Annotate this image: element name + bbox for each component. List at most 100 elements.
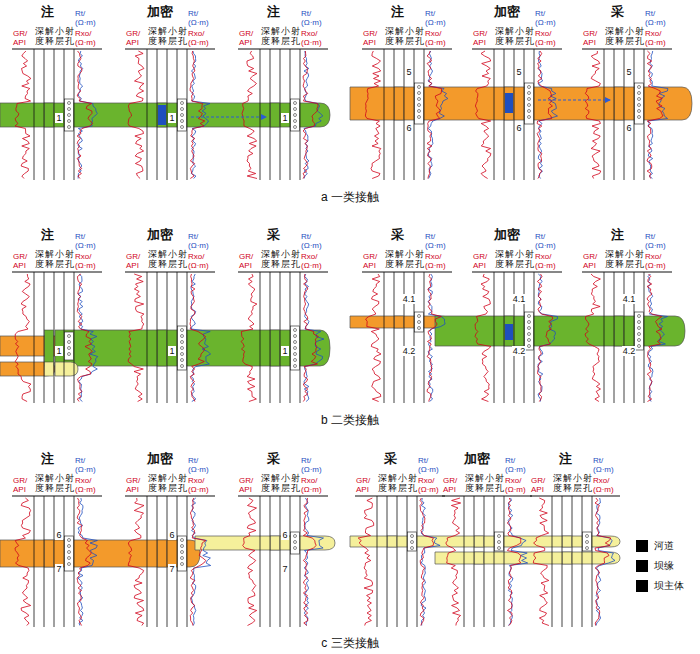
perforation-hole [68, 545, 71, 548]
gr-curve [128, 498, 144, 626]
interpretation-cell [475, 536, 484, 547]
column-header: 小层 [55, 27, 64, 47]
perforation-hole [181, 108, 184, 111]
perforation [408, 532, 417, 551]
rxo-header: Rxo/ (Ω·m) [301, 252, 327, 270]
interpretation-cell [395, 87, 404, 120]
layer-number: 6 [55, 530, 62, 540]
perforation [178, 536, 187, 571]
perforation-hole [294, 359, 297, 362]
perforation-hole [418, 327, 421, 330]
gr-curve [585, 51, 601, 179]
gr-header: GR/ API [13, 476, 33, 494]
perforation-hole [418, 110, 421, 113]
perforation-hole [418, 104, 421, 107]
perforation [65, 332, 74, 360]
rxo-header: Rxo/ (Ω·m) [301, 29, 327, 47]
rt-curve [421, 498, 440, 626]
perforation-hole [411, 547, 414, 550]
header-rule [472, 271, 562, 272]
gr-curve [533, 498, 549, 626]
perforation-hole [181, 126, 184, 129]
rxo-curve [647, 51, 663, 179]
gr-header: GR/ API [363, 29, 383, 47]
perforation-hole [68, 347, 71, 350]
perforation-hole [528, 315, 531, 318]
track-line [414, 272, 415, 403]
header-rule [362, 271, 452, 272]
gr-curve [585, 274, 601, 402]
interpretation-cell [395, 316, 404, 328]
rt-header: Rt/ (Ω·m) [75, 9, 101, 27]
perforation [65, 99, 74, 131]
track-line [397, 496, 398, 627]
perforation-hole [498, 547, 501, 550]
column-header: 解释 [388, 474, 397, 494]
column-header: 小层 [485, 474, 494, 494]
track-line [300, 496, 301, 627]
column-header: 解释 [505, 250, 514, 270]
perforation-hole [181, 120, 184, 123]
interpretation-cell [615, 316, 624, 346]
gr-header: GR/ API [13, 29, 33, 47]
track-line [424, 272, 425, 403]
sand-body [0, 540, 200, 567]
track-line [582, 496, 583, 627]
track-line [592, 496, 593, 627]
header-rule [12, 495, 102, 496]
column-header: 解释 [563, 474, 572, 494]
panel-caption: c 三类接触 [250, 636, 450, 650]
rxo-header: Rxo/ (Ω·m) [593, 476, 619, 494]
legend-swatch [636, 580, 648, 592]
column-header: 射孔 [65, 27, 74, 47]
sand-body [0, 103, 330, 127]
rxo-header: Rxo/ (Ω·m) [75, 476, 101, 494]
rt-curve [596, 498, 615, 626]
layer-number: 4.1 [512, 294, 527, 304]
gr-curve [128, 274, 144, 402]
column-header: 小层 [281, 250, 290, 270]
column-header: 小层 [281, 474, 290, 494]
column-header: 解释 [615, 27, 624, 47]
perforation [635, 83, 644, 124]
rxo-curve [77, 51, 93, 179]
well-name: 注 [30, 228, 64, 242]
perforation-hole [294, 108, 297, 111]
rxo-curve [595, 498, 611, 626]
perforation-hole [294, 547, 297, 550]
interpretation-cell [271, 330, 280, 366]
rt-header: Rt/ (Ω·m) [645, 232, 671, 250]
interpretation-cell [563, 536, 572, 547]
well-name: 注 [256, 5, 290, 19]
perforation-hole [181, 353, 184, 356]
perforation [178, 99, 187, 131]
perforation-hole [181, 365, 184, 368]
rxo-curve [303, 498, 316, 626]
layer-number: 6 [625, 123, 632, 133]
layer-number: 5 [515, 67, 522, 77]
rxo-header: Rxo/ (Ω·m) [645, 252, 671, 270]
flow-arrow [191, 117, 266, 118]
panel-caption: b 二类接触 [250, 413, 450, 427]
well-name: 采 [256, 228, 290, 242]
rxo-curve [647, 274, 662, 402]
perforation-hole [418, 92, 421, 95]
track-line [387, 496, 388, 627]
header-rule [355, 495, 445, 496]
rxo-header: Rxo/ (Ω·m) [535, 252, 561, 270]
track-line [552, 496, 553, 627]
gr-curve [15, 498, 31, 626]
column-header: 射孔 [291, 250, 300, 270]
perforation-hole [68, 353, 71, 356]
column-header: 深度 [261, 250, 270, 270]
perforation-hole [638, 110, 641, 113]
well-name: 注 [380, 5, 414, 19]
column-header: 深度 [495, 27, 504, 47]
track-line [494, 49, 495, 180]
track-line [260, 49, 261, 180]
layer-number: 1 [168, 346, 175, 356]
perforation-hole [181, 557, 184, 560]
column-header: 深度 [148, 250, 157, 270]
well-name: 采 [600, 5, 634, 19]
track-line [494, 272, 495, 403]
